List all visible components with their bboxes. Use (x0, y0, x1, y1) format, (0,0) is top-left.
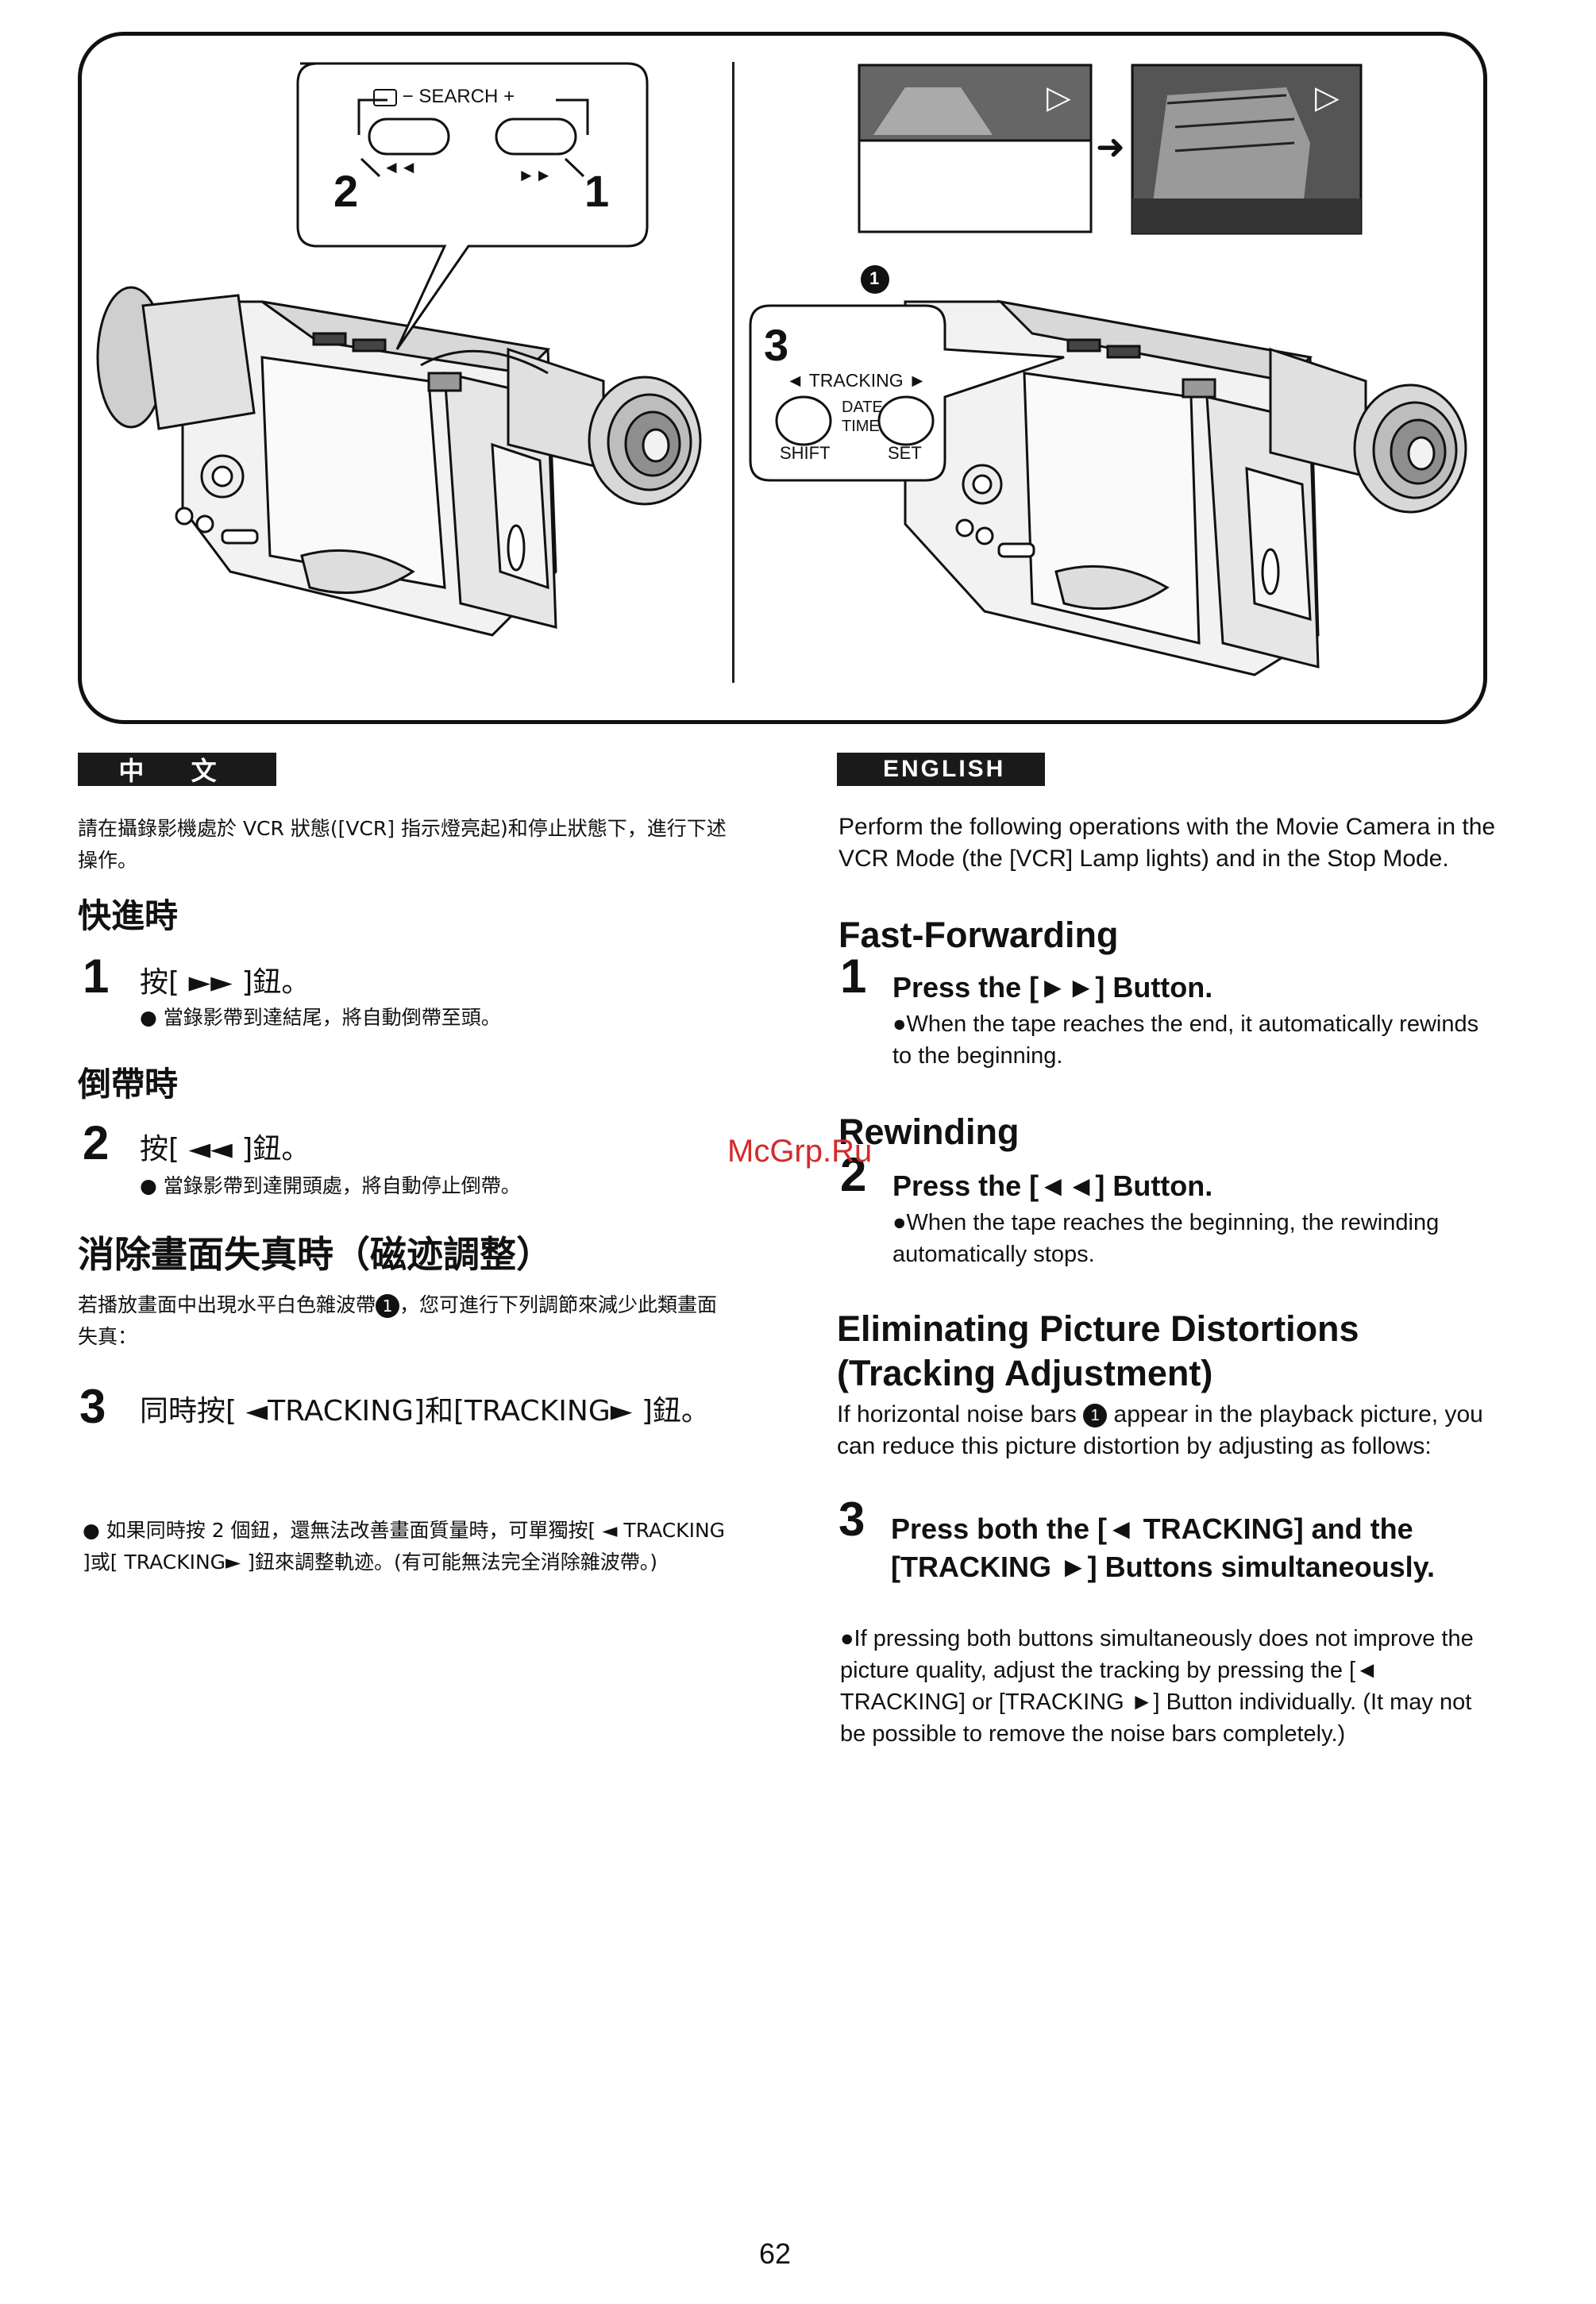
play-icon-after: ▷ (1315, 80, 1340, 115)
chinese-tracking-intro-a: 若播放畫面中出現水平白色雜波帶 (78, 1293, 376, 1316)
english-ff-heading: Fast-Forwarding (838, 915, 1119, 955)
marker-one-illustration (861, 265, 889, 294)
illustration-drawing (96, 62, 1467, 676)
chinese-ff-step: 按[ ►► ]鈕。 (140, 966, 310, 999)
camcorder-right (904, 299, 1467, 676)
watermark: McGrp.Ru (727, 1134, 873, 1169)
illustration-divider (732, 62, 734, 683)
search-icon (373, 88, 397, 106)
marker-one-english: 1 (1083, 1404, 1108, 1428)
shift-label: SHIFT (780, 443, 831, 463)
screen-before (858, 64, 1093, 233)
marker-one-label: 1 (869, 268, 880, 288)
marker-one-chinese-label: 1 (382, 1296, 393, 1316)
search-label: SEARCH (418, 86, 499, 107)
illustration-frame (78, 32, 1487, 724)
english-ff-step-number: 1 (840, 950, 867, 1003)
chinese-ff-step-number: 1 (83, 950, 110, 1003)
english-ff-note: ●When the tape reaches the end, it autom… (892, 1011, 1479, 1069)
minus-sign: − (402, 86, 414, 107)
marker-one-english-label: 1 (1090, 1407, 1100, 1425)
page-number: 62 (759, 2237, 792, 2270)
chinese-ff-heading: 快進時 (78, 896, 179, 935)
english-rew-step-number: 2 (840, 1148, 867, 1201)
date-label: DATE (842, 399, 883, 416)
fast-forward-symbol: ►► (518, 165, 553, 185)
callout-number-1: 1 (584, 166, 610, 216)
english-tracking-step-number: 3 (838, 1493, 865, 1546)
english-rew-step: Press the [◄◄] Button. (892, 1169, 1213, 1202)
english-ff-step: Press the [►►] Button. (892, 971, 1213, 1004)
english-tracking-step-line1: Press both the [◄ TRACKING] and the (891, 1512, 1413, 1545)
search-label-row: − SEARCH + (373, 86, 515, 108)
english-rew-heading: Rewinding (838, 1112, 1020, 1152)
chinese-tracking-step: 同時按[ ◄TRACKING]和[TRACKING► ]鈕。 (140, 1395, 710, 1427)
english-tracking-intro: If horizontal noise bars 1 appear in the… (837, 1399, 1488, 1462)
english-tracking-note: ●If pressing both buttons simultaneously… (840, 1626, 1474, 1747)
chinese-intro: 請在攝錄影機處於 VCR 狀態([VCR] 指示燈亮起)和停止狀態下，進行下述操… (78, 817, 727, 872)
english-tracking-intro-a: If horizontal noise bars (837, 1401, 1077, 1427)
chinese-tracking-intro: 若播放畫面中出現水平白色雜波帶 1，您可進行下列調節來減少此類畫面失真： (78, 1289, 737, 1353)
chinese-tracking-heading: 消除畫面失真時（磁迹調整） (78, 1233, 553, 1276)
chinese-section-label: 中 文 (78, 753, 276, 786)
screen-after (1131, 64, 1363, 235)
tracking-callout (749, 304, 1065, 482)
camcorder-left (96, 286, 702, 637)
chinese-rew-step: 按[ ◄◄ ]鈕。 (140, 1133, 310, 1165)
callout-number-2: 2 (333, 166, 359, 216)
chinese-tracking-intro-b: ，您可進行下列調節來減少此類畫面失真： (78, 1293, 718, 1348)
chinese-rew-step-number: 2 (83, 1116, 110, 1169)
english-tracking-step-line2: [TRACKING ►] Buttons simultaneously. (891, 1551, 1435, 1583)
arrow-right-icon: ➜ (1096, 128, 1125, 167)
english-intro: Perform the following operations with th… (838, 814, 1496, 872)
rewind-symbol: ◄◄ (383, 157, 418, 177)
english-rew-note: ●When the tape reaches the beginning, th… (892, 1210, 1440, 1267)
set-label: SET (888, 443, 922, 463)
english-section-label: ENGLISH (837, 753, 1045, 786)
tracking-step-number: 3 (764, 320, 789, 370)
chinese-rew-note: ● 當錄影帶到達開頭處，將自動停止倒帶。 (140, 1174, 521, 1197)
chinese-tracking-step-number: 3 (79, 1380, 106, 1433)
chinese-rew-heading: 倒帶時 (78, 1065, 179, 1104)
plus-sign: + (503, 86, 515, 107)
time-label: TIME (842, 418, 880, 435)
marker-one-chinese: 1 (376, 1294, 400, 1318)
tracking-label: ◄ TRACKING ► (786, 370, 927, 391)
english-tracking-heading-line2: (Tracking Adjustment) (837, 1353, 1213, 1393)
english-tracking-heading-line1: Eliminating Picture Distortions (837, 1308, 1359, 1349)
chinese-tracking-note: ● 如果同時按 2 個鈕，還無法改善畫面質量時，可單獨按[ ◄ TRACKING… (83, 1519, 726, 1574)
english-tracking-intro-b: appear in the playback picture, you can … (837, 1401, 1483, 1459)
play-icon-before: ▷ (1047, 80, 1071, 115)
search-callout (296, 62, 649, 350)
chinese-ff-note: ● 當錄影帶到達結尾，將自動倒帶至頭。 (140, 1006, 501, 1029)
